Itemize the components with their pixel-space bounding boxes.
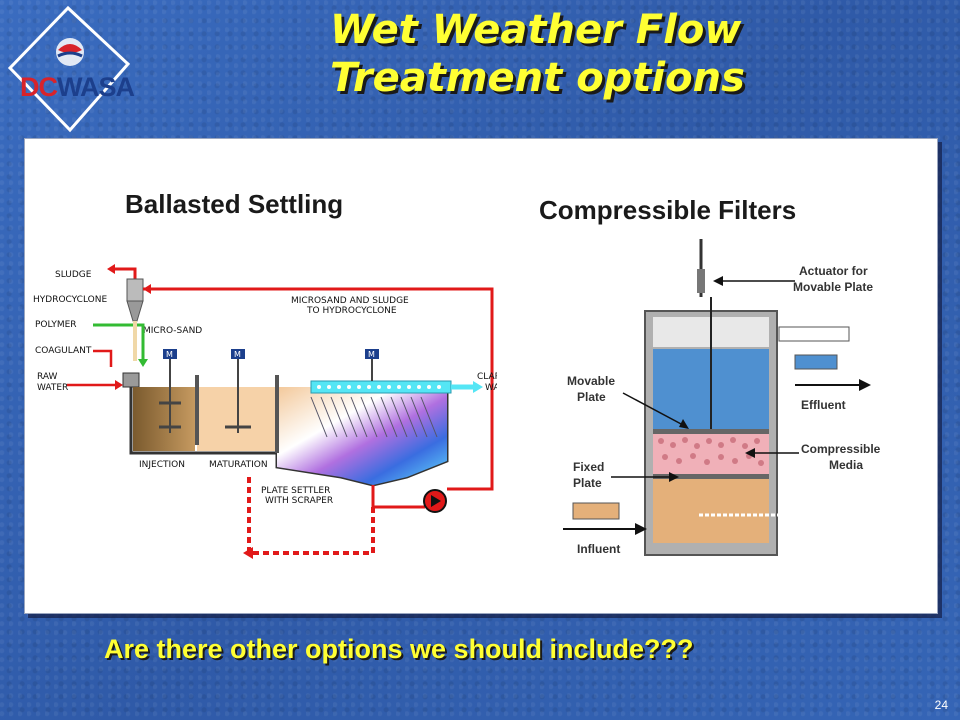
label-plate-settler-2: WITH SCRAPER	[265, 496, 333, 506]
movable-arrow-icon	[679, 419, 689, 429]
label-microsand-sludge-2: TO HYDROCYCLONE	[306, 306, 397, 316]
recycle-arrow-icon	[143, 284, 151, 294]
logo-dc: DC	[20, 72, 58, 102]
lamella-plates	[310, 396, 438, 438]
label-effluent: Effluent	[801, 398, 846, 412]
injection-zone	[133, 387, 195, 451]
logo-wasa: WASA	[57, 72, 135, 102]
label-polymer: POLYMER	[35, 320, 77, 330]
hydrocyclone-cone	[126, 300, 144, 322]
motor-label-2: M	[234, 350, 241, 359]
sludge-line	[113, 267, 137, 279]
waste-sludge-line	[247, 477, 375, 555]
dc-map-outline-icon	[7, 5, 131, 133]
hydrocyclone-body	[126, 278, 144, 302]
launder-holes	[317, 385, 441, 389]
actuator-body	[697, 269, 705, 293]
label-compressible-2: Media	[829, 458, 863, 472]
label-clarified-2: WATER	[485, 383, 497, 393]
polymer-line	[93, 323, 145, 361]
settling-zone	[277, 387, 447, 485]
waste-arrow-icon	[243, 547, 253, 559]
label-compressible-1: Compressible	[801, 442, 881, 456]
label-actuator-1: Actuator for	[799, 264, 868, 278]
label-actuator-2: Movable Plate	[793, 280, 873, 294]
coagulant-line	[93, 349, 113, 367]
label-coagulant: COAGULANT	[35, 346, 92, 356]
label-injection: INJECTION	[139, 460, 185, 470]
compressible-filter-diagram: Actuator for Movable Plate Movable Plate…	[563, 239, 881, 556]
inlet-box	[122, 372, 140, 388]
label-fixed-2: Plate	[573, 476, 602, 490]
effluent-pipe	[794, 354, 838, 370]
label-raw-water-2: WATER	[37, 383, 68, 393]
sludge-recirculation-line	[371, 485, 425, 509]
title-line-1: Wet Weather Flow	[330, 7, 742, 53]
movable-arrow-line	[622, 392, 684, 426]
ballasted-settling-heading: Ballasted Settling	[125, 189, 344, 219]
label-maturation: MATURATION	[209, 460, 268, 470]
sludge-arrow-icon	[107, 264, 115, 274]
slide-title: Wet Weather Flow Treatment options	[330, 6, 950, 102]
mixer-2: M	[225, 349, 251, 433]
dcwasa-logo: DCWASA	[6, 5, 146, 136]
raw-water-arrow-icon	[115, 380, 123, 390]
clarified-arrow-icon	[473, 381, 483, 393]
content-panel: Ballasted Settling Compressible Filters …	[24, 138, 938, 614]
fixed-arrow-icon	[669, 472, 679, 482]
ballasted-settling-diagram: SLUDGE HYDROCYCLONE POLYMER COAGULANT RA…	[33, 264, 497, 559]
label-fixed-1: Fixed	[573, 460, 604, 474]
compressible-filters-heading: Compressible Filters	[539, 195, 797, 225]
label-microsand-sludge-1: MICROSAND AND SLUDGE	[291, 296, 409, 306]
movable-plate	[653, 429, 769, 434]
media-arrow-icon	[745, 448, 755, 458]
mixer-1: M	[159, 349, 181, 433]
pump-arrow-icon	[431, 495, 441, 507]
label-movable-2: Plate	[577, 390, 606, 404]
logo-text: DCWASA	[20, 72, 135, 103]
label-clarified-1: CLARIFIED	[477, 372, 497, 382]
label-hydrocyclone: HYDROCYCLONE	[33, 295, 107, 305]
baffle-1	[195, 375, 199, 445]
title-line-2: Treatment options	[330, 55, 745, 101]
page-number: 24	[934, 698, 948, 712]
motor-label-3: M	[368, 350, 375, 359]
influent-pipe	[572, 502, 620, 520]
influent-zone	[653, 479, 769, 543]
label-movable-1: Movable	[567, 374, 615, 388]
label-plate-settler-1: PLATE SETTLER	[261, 486, 330, 496]
influent-arrow-icon	[635, 523, 647, 535]
label-sludge: SLUDGE	[55, 270, 92, 280]
actuator-arrow-icon	[713, 276, 723, 286]
recycle-line	[143, 287, 494, 491]
bottom-question: Are there other options we should includ…	[104, 634, 694, 664]
scraper-drive: M	[365, 349, 379, 381]
baffle-2	[275, 375, 279, 453]
fixed-plate	[653, 474, 769, 479]
polymer-arrow-icon	[138, 359, 148, 367]
media-texture	[658, 437, 764, 466]
effluent-arrow-icon	[859, 379, 871, 391]
motor-label-1: M	[166, 350, 173, 359]
label-micro-sand: MICRO-SAND	[143, 326, 202, 336]
label-raw-water-1: RAW	[37, 372, 58, 382]
maturation-zone	[197, 387, 275, 451]
label-influent: Influent	[577, 542, 620, 556]
overflow-pipe	[778, 326, 850, 342]
